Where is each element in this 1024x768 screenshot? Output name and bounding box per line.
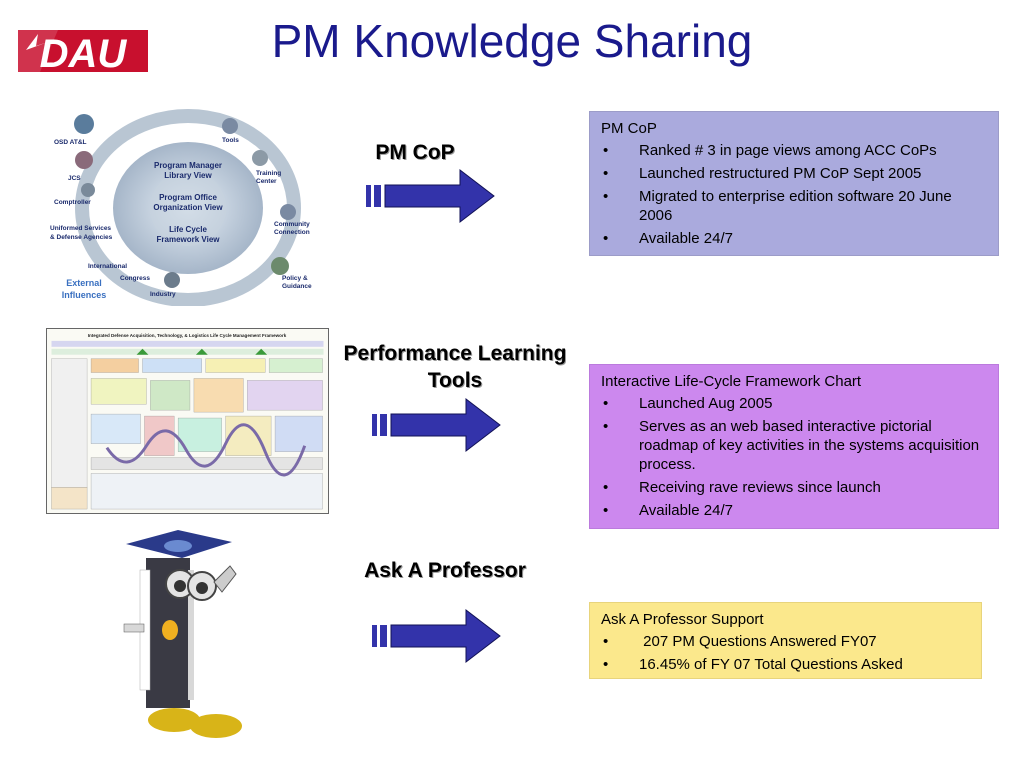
box-title: Ask A Professor Support [601,611,764,628]
node-label: OSD AT&L [54,139,87,146]
list-item: •16.45% of FY 07 Total Questions Asked [603,656,903,673]
professor-character-graphic [123,530,242,738]
star-icon [26,34,48,50]
node-label: Community [274,221,310,228]
logo-background [18,30,148,72]
node-label: Connection [274,229,310,236]
center-line: Framework View [157,235,221,244]
center-line: Life Cycle [169,225,207,234]
bullet-list: •Ranked # 3 in page views among ACC CoPs… [601,141,988,248]
bullet-list: • 207 PM Questions Answered FY07 •16.45%… [601,632,971,674]
external-label: Influences [62,290,107,300]
list-item: •Launched Aug 2005 [603,395,773,412]
center-line: Organization View [153,203,223,212]
chart-graphic-title: Integrated Defense Acquisition, Technolo… [88,333,287,338]
list-item: •Ranked # 3 in page views among ACC CoPs [603,142,937,159]
center-line: Program Office [159,193,217,202]
node-label: Guidance [282,283,312,290]
life-cycle-framework-chart-graphic: Integrated Defense Acquisition, Technolo… [46,328,329,514]
framework-chart-info-box: Interactive Life-Cycle Framework Chart •… [589,364,999,529]
list-item: •Receiving rave reviews since launch [603,479,881,496]
pm-cop-label: PM CoP [375,141,455,164]
list-item: •Serves as an web based interactive pict… [603,418,980,473]
box-title: Interactive Life-Cycle Framework Chart [601,373,862,390]
list-item: •Launched restructured PM CoP Sept 2005 [603,165,922,182]
node-label: Congress [120,275,150,282]
logo-text: DAU [40,32,128,76]
node-label: Industry [150,291,176,298]
bullet-list: •Launched Aug 2005 •Serves as an web bas… [601,394,988,520]
node-label: Policy & [282,275,308,282]
node-label: Comptroller [54,199,91,206]
external-label: External [66,278,102,288]
arrow-right-icon [366,168,495,224]
list-item: •Available 24/7 [603,230,733,247]
ask-a-professor-label: Ask A Professor [364,559,526,582]
performance-learning-tools-label: Performance Learning Tools [343,342,567,392]
center-line: Library View [164,171,212,180]
arrow-right-icon [372,608,501,664]
arrow-right-icon [372,397,501,453]
node-label: International [88,263,127,270]
library-view-graphic: Program Manager Library View Program Off… [50,109,312,306]
node-label: Tools [222,137,239,144]
box-title: PM CoP [601,120,657,137]
list-item: • 207 PM Questions Answered FY07 [603,633,877,650]
center-line: Program Manager [154,161,222,170]
node-label: JCS [68,175,81,182]
list-item: •Available 24/7 [603,502,733,519]
node-label: Training [256,170,281,177]
node-label: & Defense Agencies [50,234,113,241]
list-item: •Migrated to enterprise edition software… [603,188,952,224]
ask-a-professor-info-box: Ask A Professor Support • 207 PM Questio… [589,602,982,679]
page-title: PM Knowledge Sharing [271,15,753,67]
dau-logo: DAU [18,30,148,76]
node-label: Center [256,178,277,185]
node-label: Uniformed Services [50,225,111,232]
pm-cop-info-box: PM CoP •Ranked # 3 in page views among A… [589,111,999,256]
